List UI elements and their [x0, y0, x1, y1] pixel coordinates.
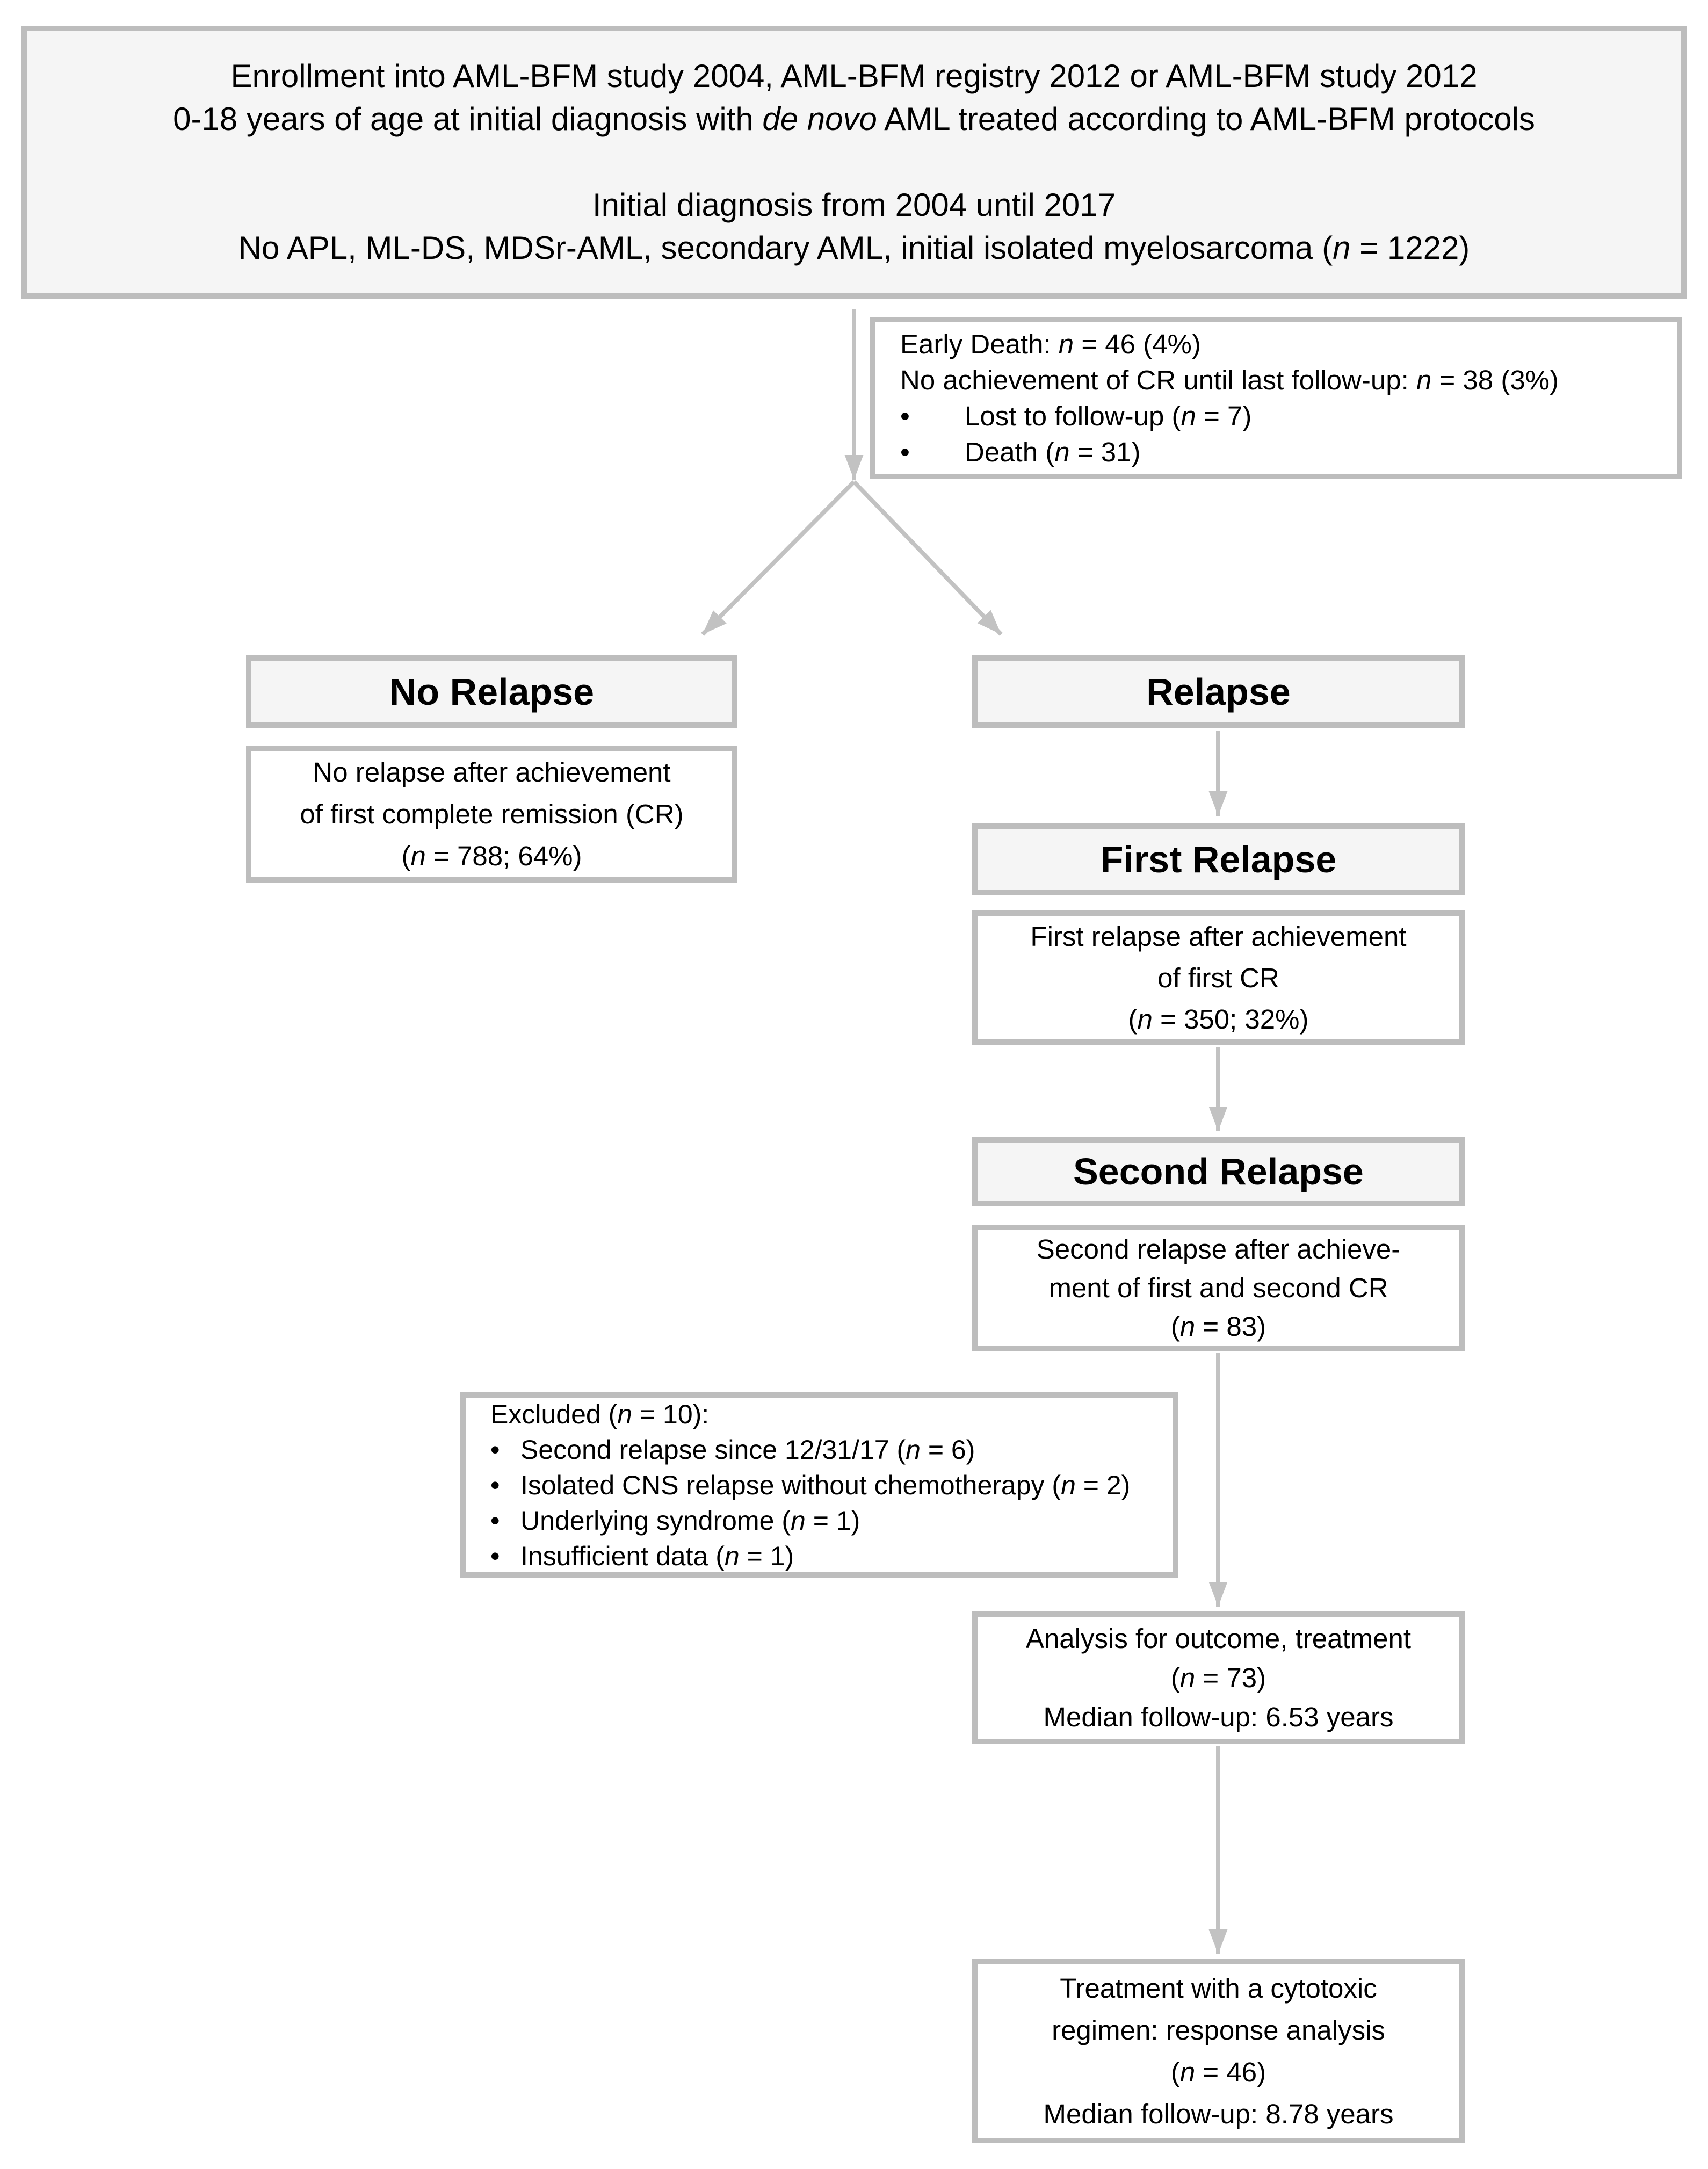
- text-line: First relapse after achievement: [1030, 921, 1407, 952]
- early-death-box: Early Death: n = 46 (4%) No achievement …: [870, 317, 1682, 479]
- text-line: (n = 46): [1170, 2056, 1266, 2087]
- text-line: Median follow-up: 6.53 years: [1043, 1702, 1394, 1732]
- enrollment-line: Initial diagnosis from 2004 until 2017: [592, 187, 1116, 223]
- bullet-icon: •: [490, 1505, 500, 1536]
- enrollment-box: Enrollment into AML-BFM study 2004, AML-…: [21, 26, 1687, 299]
- second-relapse-title: Second Relapse: [1073, 1151, 1364, 1192]
- text-line: Second relapse after achieve-: [1036, 1233, 1401, 1264]
- enrollment-line: Enrollment into AML-BFM study 2004, AML-…: [230, 58, 1478, 94]
- first-relapse-title: First Relapse: [1100, 838, 1337, 880]
- excluded-title: Excluded (n = 10):: [490, 1399, 710, 1429]
- list-item-label: Isolated CNS relapse without chemotherap…: [520, 1470, 1131, 1500]
- text-line: of first complete remission (CR): [300, 798, 684, 829]
- list-item: • Lost to follow-up (n = 7): [900, 398, 1251, 434]
- text-line: (n = 350; 32%): [1128, 1003, 1309, 1035]
- list-item-label: Death (n = 31): [965, 437, 1141, 467]
- list-item-label: Second relapse since 12/31/17 (n = 6): [520, 1434, 975, 1465]
- relapse-header-box: Relapse: [972, 655, 1465, 728]
- text-line: Treatment with a cytotoxic: [1060, 1972, 1377, 2004]
- early-death-line: Early Death: n = 46 (4%): [900, 329, 1201, 359]
- bullet-icon: •: [900, 401, 910, 431]
- bullet-icon: •: [490, 1541, 500, 1571]
- no-cr-line: No achievement of CR until last follow-u…: [900, 365, 1559, 395]
- excluded-box: Excluded (n = 10): • Second relapse since…: [460, 1392, 1178, 1578]
- list-item-label: Insufficient data (n = 1): [520, 1541, 794, 1571]
- arrow-to-no-relapse: [701, 480, 856, 636]
- bullet-icon: •: [490, 1470, 500, 1500]
- first-relapse-detail-box: First relapse after achievement of first…: [972, 910, 1465, 1045]
- text-line: (n = 788; 64%): [401, 840, 582, 871]
- text-line: (n = 83): [1170, 1311, 1266, 1342]
- treatment-box: Treatment with a cytotoxic regimen: resp…: [972, 1959, 1465, 2143]
- text-line: regimen: response analysis: [1052, 2014, 1385, 2045]
- arrow-to-relapse: [852, 480, 1003, 636]
- text-line: No relapse after achievement: [313, 756, 671, 787]
- text-line: ment of first and second CR: [1048, 1272, 1388, 1303]
- text-line: (n = 73): [1170, 1662, 1266, 1693]
- relapse-title: Relapse: [1146, 670, 1291, 713]
- list-item: • Isolated CNS relapse without chemothera…: [490, 1467, 1130, 1503]
- list-item: • Underlying syndrome (n = 1): [490, 1503, 860, 1538]
- list-item: • Second relapse since 12/31/17 (n = 6): [490, 1432, 975, 1467]
- text-line: Median follow-up: 8.78 years: [1043, 2098, 1394, 2129]
- no-relapse-title: No Relapse: [389, 670, 595, 713]
- first-relapse-header-box: First Relapse: [972, 823, 1465, 895]
- bullet-icon: •: [490, 1434, 500, 1465]
- list-item: • Death (n = 31): [900, 434, 1140, 470]
- list-item-label: Lost to follow-up (n = 7): [965, 401, 1252, 431]
- text-line: of first CR: [1157, 962, 1279, 993]
- analysis-box: Analysis for outcome, treatment (n = 73)…: [972, 1611, 1465, 1744]
- bullet-icon: •: [900, 437, 910, 467]
- second-relapse-detail-box: Second relapse after achieve- ment of fi…: [972, 1225, 1465, 1351]
- no-relapse-header-box: No Relapse: [246, 655, 737, 728]
- no-relapse-detail-box: No relapse after achievement of first co…: [246, 746, 737, 883]
- list-item-label: Underlying syndrome (n = 1): [520, 1505, 860, 1536]
- enrollment-line: 0-18 years of age at initial diagnosis w…: [173, 101, 1535, 137]
- list-item: • Insufficient data (n = 1): [490, 1538, 794, 1574]
- enrollment-line: No APL, ML-DS, MDSr-AML, secondary AML, …: [238, 230, 1470, 266]
- text-line: Analysis for outcome, treatment: [1025, 1623, 1412, 1654]
- second-relapse-header-box: Second Relapse: [972, 1137, 1465, 1206]
